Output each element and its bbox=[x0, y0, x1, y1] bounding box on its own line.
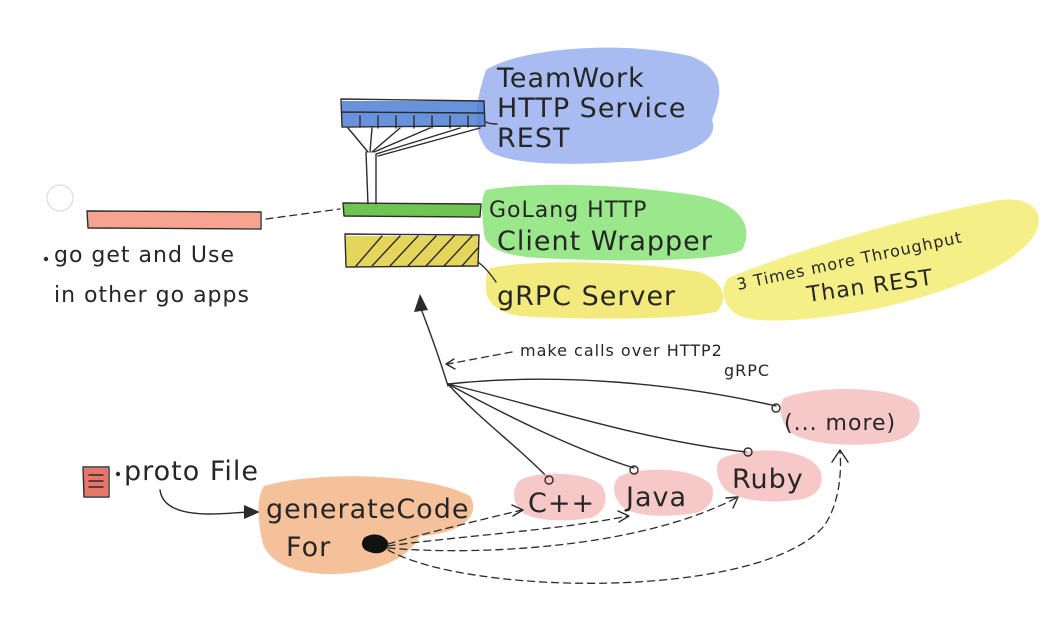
rest-service-line1: TeamWork bbox=[496, 63, 645, 94]
lang-ruby-label: Ruby bbox=[732, 464, 804, 495]
generate-code-line1: generateCode bbox=[266, 494, 469, 525]
language-ruby-group: Ruby bbox=[716, 447, 822, 502]
document-icon bbox=[84, 468, 108, 496]
more-highlight bbox=[780, 388, 920, 445]
language-cpp-group: C++ bbox=[514, 473, 606, 521]
go-get-group: go get and Use in other go apps bbox=[43, 184, 341, 308]
ruby-endpoint bbox=[743, 447, 753, 457]
rest-label-connector bbox=[485, 121, 498, 125]
proto-to-generate-arrowhead bbox=[244, 505, 260, 519]
golang-client-group: GoLang HTTP Client Wrapper bbox=[342, 184, 747, 261]
throughput-note-highlight bbox=[723, 199, 1039, 321]
clients-to-grpc-arrow bbox=[419, 305, 449, 387]
grpc-server-bar-outline bbox=[344, 233, 480, 268]
proto-to-generate-arrow bbox=[159, 489, 257, 515]
language-java-group: Java bbox=[614, 465, 714, 516]
rest-service-line2: HTTP Service bbox=[497, 93, 686, 124]
app-package-bar-outline bbox=[86, 210, 262, 230]
codegen-to-java-arrow bbox=[387, 515, 629, 547]
hub-to-more-line bbox=[447, 378, 777, 407]
rest-service-line3: REST bbox=[497, 123, 570, 154]
rest-to-client-funnel bbox=[347, 127, 481, 206]
ruby-highlight bbox=[716, 450, 822, 502]
generate-code-group: generateCode For bbox=[258, 476, 474, 574]
rest-service-bar-outline bbox=[340, 98, 486, 128]
generate-code-line2: For bbox=[286, 532, 331, 563]
java-endpoint bbox=[629, 465, 639, 475]
rest-service-bar-ticks bbox=[359, 115, 469, 129]
codegen-to-more-arrow bbox=[387, 451, 842, 584]
hub-to-ruby-line bbox=[447, 383, 747, 453]
codegen-to-ruby-arrowhead bbox=[725, 496, 739, 509]
more-endpoint bbox=[771, 403, 781, 413]
codegen-to-java-arrowhead bbox=[617, 510, 630, 523]
rest-service-highlight bbox=[476, 47, 720, 164]
calls-note-line2: gRPC bbox=[724, 361, 770, 380]
clients-to-grpc-arrowhead bbox=[414, 294, 428, 312]
grpc-server-connector bbox=[477, 261, 497, 283]
codegen-to-more-arrowhead bbox=[831, 449, 849, 463]
cpp-endpoint bbox=[544, 475, 554, 485]
proto-file-bullet bbox=[115, 471, 121, 477]
hub-to-cpp-line bbox=[447, 383, 549, 479]
proto-file-group: proto File bbox=[82, 456, 260, 519]
codegen-to-ruby-arrow bbox=[387, 497, 737, 552]
go-get-line2: in other go apps bbox=[54, 283, 250, 308]
golang-client-line2: Client Wrapper bbox=[497, 226, 713, 257]
calls-note-line1: make calls over HTTP2 bbox=[520, 341, 723, 360]
codegen-to-cpp-arrowhead bbox=[511, 504, 524, 517]
calls-dashed-arrowhead bbox=[445, 358, 456, 370]
generate-code-hub-blot bbox=[362, 534, 389, 554]
language-more-group: (... more) bbox=[771, 388, 920, 445]
app-to-client-link bbox=[265, 208, 341, 220]
golang-client-bar bbox=[344, 204, 480, 216]
java-highlight bbox=[614, 469, 714, 516]
grpc-server-highlight bbox=[486, 262, 724, 319]
calls-dashed-arrow bbox=[447, 351, 513, 365]
lang-cpp-label: C++ bbox=[528, 488, 595, 519]
golang-client-bar-outline bbox=[342, 202, 482, 218]
grpc-server-group: gRPC Server bbox=[344, 233, 724, 319]
golang-client-line1: GoLang HTTP bbox=[489, 198, 647, 223]
cpp-highlight bbox=[514, 473, 606, 521]
faint-marker-circle bbox=[46, 184, 74, 212]
go-get-bullet bbox=[43, 256, 49, 262]
document-icon-outline bbox=[82, 466, 110, 498]
hub-to-java-line bbox=[447, 383, 635, 469]
calls-note-group: make calls over HTTP2 gRPC bbox=[445, 341, 770, 380]
generate-code-highlight bbox=[258, 476, 474, 574]
grpc-server-label: gRPC Server bbox=[497, 281, 676, 312]
rest-service-group: TeamWork HTTP Service REST bbox=[340, 47, 720, 164]
grpc-server-bar-hatch bbox=[355, 235, 479, 267]
proto-file-label: proto File bbox=[124, 456, 259, 487]
app-package-bar bbox=[88, 212, 260, 228]
go-get-line1: go get and Use bbox=[54, 243, 235, 268]
golang-client-highlight bbox=[482, 184, 747, 261]
throughput-note-group: 3 Times more Throughput Than REST bbox=[723, 199, 1039, 321]
lang-more-label: (... more) bbox=[784, 411, 896, 436]
lang-java-label: Java bbox=[624, 482, 687, 513]
codegen-to-cpp-arrow bbox=[387, 509, 523, 545]
